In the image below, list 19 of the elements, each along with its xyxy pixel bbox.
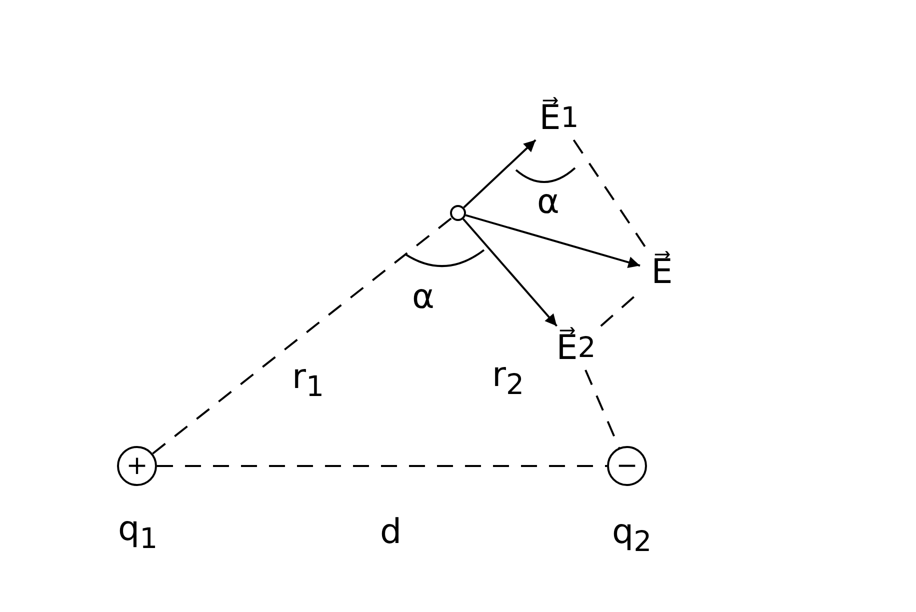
distance-label: r$_{2}$ — [492, 358, 524, 400]
vector-label: E⃗ — [640, 250, 684, 294]
dashed-line — [152, 217, 452, 454]
vector-arrow — [465, 214, 640, 268]
vector-arrow — [462, 218, 558, 327]
dashed-line — [584, 370, 620, 448]
vector-arrow — [463, 139, 536, 208]
distance-label: d — [380, 515, 402, 549]
charge-circle — [607, 446, 647, 486]
angle-label: α — [412, 280, 434, 314]
distance-label: r$_{1}$ — [292, 360, 324, 402]
charge-label: q$_{1}$ — [118, 512, 158, 554]
dashed-line — [157, 465, 607, 467]
angle-label: α — [537, 185, 560, 219]
charge-label: q$_{2}$ — [612, 515, 652, 556]
charge-sign: + — [126, 451, 148, 481]
charge-circle — [117, 446, 157, 486]
charge-sign: − — [616, 451, 638, 481]
point-circle — [450, 205, 466, 221]
